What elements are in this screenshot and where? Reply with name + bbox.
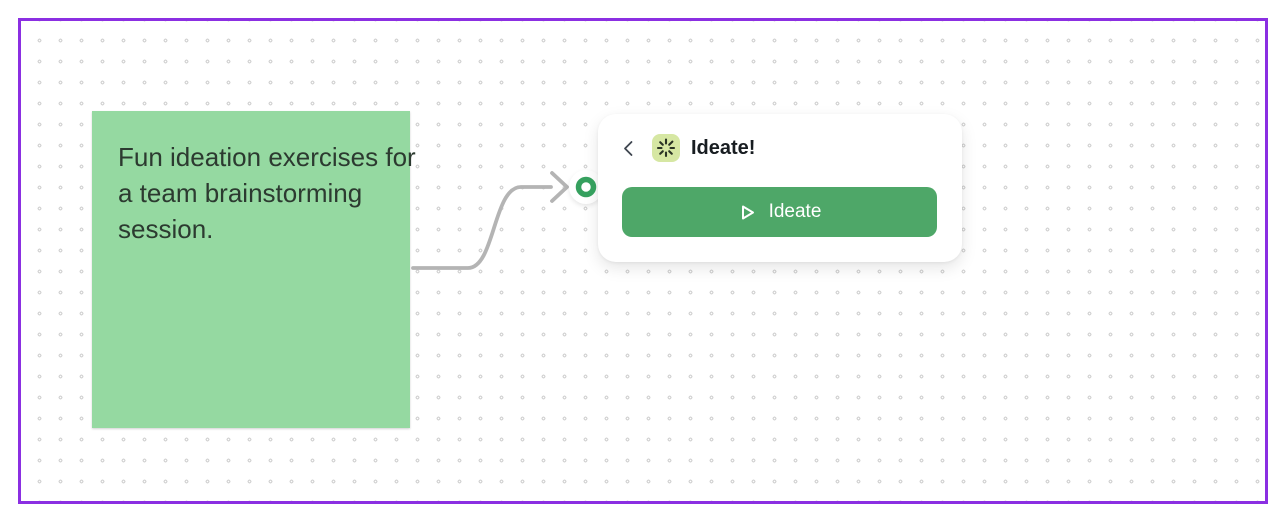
ideate-action-card[interactable]: Ideate! Ideate (598, 114, 962, 262)
connector-arrowhead-icon (550, 171, 569, 203)
sticky-note[interactable]: Fun ideation exercises for a team brains… (92, 111, 416, 428)
canvas-frame: Fun ideation exercises for a team brains… (18, 18, 1268, 504)
burst-icon (656, 138, 676, 158)
play-outline-icon (741, 205, 754, 219)
sticky-note-text-line: a team brainstorming (118, 178, 363, 208)
back-button[interactable] (622, 140, 634, 157)
connector-line (411, 185, 553, 270)
card-header: Ideate! (598, 114, 962, 162)
chevron-left-icon (624, 140, 633, 156)
sticky-note-text-line: Fun ideation exercises for (118, 142, 416, 172)
card-title: Ideate! (691, 136, 756, 159)
sticky-note-text-line: session. (118, 214, 214, 244)
run-button-label: Ideate (768, 201, 822, 222)
app-icon-tile (652, 134, 680, 162)
whiteboard-canvas[interactable]: Fun ideation exercises for a team brains… (21, 21, 1265, 501)
connection-port-icon[interactable] (569, 170, 603, 204)
ideate-run-button[interactable]: Ideate (622, 187, 937, 237)
